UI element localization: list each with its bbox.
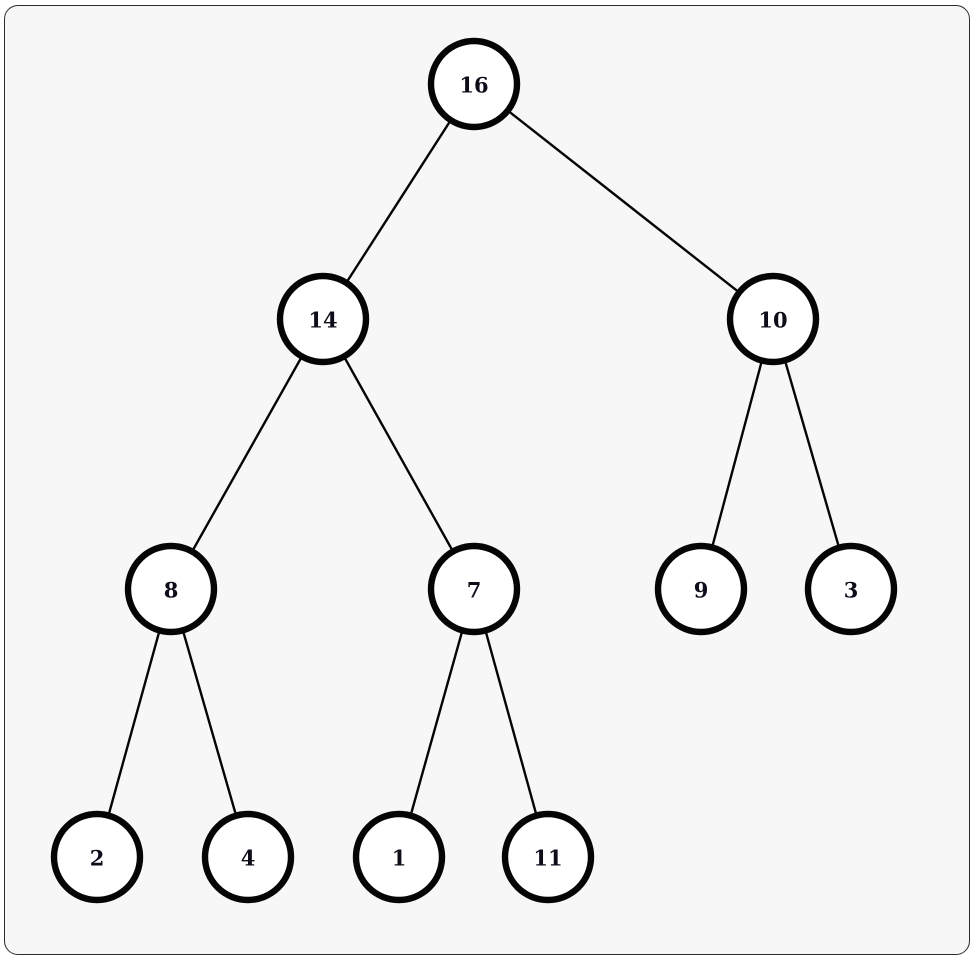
tree-edge-n7-n11 bbox=[472, 587, 550, 859]
tree-edge-n8-n2 bbox=[95, 587, 173, 859]
node-label-7: 7 bbox=[467, 578, 482, 603]
node-label-1: 1 bbox=[392, 846, 407, 871]
tree-edge-n7-n1 bbox=[397, 587, 476, 859]
tree-edge-n14-n7 bbox=[321, 317, 476, 591]
tree-node-9[interactable]: 9 bbox=[654, 542, 748, 636]
node-label-2: 2 bbox=[90, 846, 105, 871]
node-label-4: 4 bbox=[241, 846, 256, 871]
node-label-16: 16 bbox=[459, 73, 488, 98]
tree-node-14[interactable]: 14 bbox=[276, 272, 370, 366]
tree-node-1[interactable]: 1 bbox=[352, 810, 446, 904]
tree-edge-n8-n4 bbox=[169, 587, 250, 859]
node-label-8: 8 bbox=[164, 578, 179, 603]
tree-node-8[interactable]: 8 bbox=[124, 542, 218, 636]
edge-layer bbox=[95, 82, 853, 859]
tree-node-10[interactable]: 10 bbox=[726, 272, 820, 366]
node-label-11: 11 bbox=[533, 846, 562, 871]
node-circle-14 bbox=[276, 272, 370, 366]
node-label-14: 14 bbox=[308, 308, 337, 333]
tree-edge-n16-n10 bbox=[472, 82, 775, 321]
tree-node-4[interactable]: 4 bbox=[201, 810, 295, 904]
node-label-3: 3 bbox=[844, 578, 859, 603]
tree-edge-n16-n14 bbox=[321, 82, 476, 321]
node-circle-8 bbox=[124, 542, 218, 636]
node-circle-16 bbox=[427, 37, 521, 131]
node-circle-3 bbox=[804, 542, 898, 636]
node-label-10: 10 bbox=[758, 308, 787, 333]
tree-edge-n10-n9 bbox=[699, 317, 775, 591]
tree-edge-n14-n8 bbox=[169, 317, 325, 591]
node-circle-1 bbox=[352, 810, 446, 904]
node-label-9: 9 bbox=[694, 578, 709, 603]
tree-node-7[interactable]: 7 bbox=[427, 542, 521, 636]
tree-node-2[interactable]: 2 bbox=[50, 810, 144, 904]
node-circle-2 bbox=[50, 810, 144, 904]
node-circle-10 bbox=[726, 272, 820, 366]
tree-edge-n10-n3 bbox=[771, 317, 853, 591]
tree-node-3[interactable]: 3 bbox=[804, 542, 898, 636]
node-circle-9 bbox=[654, 542, 748, 636]
node-circle-11 bbox=[501, 810, 595, 904]
tree-node-16[interactable]: 16 bbox=[427, 37, 521, 131]
tree-node-11[interactable]: 11 bbox=[501, 810, 595, 904]
node-circle-4 bbox=[201, 810, 295, 904]
node-circle-7 bbox=[427, 542, 521, 636]
